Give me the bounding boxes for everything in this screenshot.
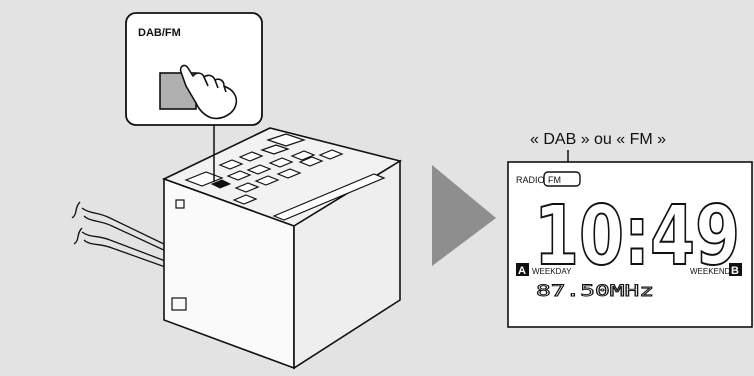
top-control-buttons [184, 133, 344, 205]
lcd-frame [507, 161, 753, 328]
power-cord [71, 201, 169, 269]
dab-fm-button-label: DAB/FM [138, 27, 181, 39]
band-indicator: FM [548, 175, 561, 185]
band-indicator-box [543, 171, 581, 187]
alarm-a-label: WEEKDAY [532, 267, 572, 276]
pointing-hand-icon [179, 64, 238, 120]
band-callout-text: « DAB » ou « FM » [530, 131, 666, 148]
top-slot [272, 173, 386, 221]
alarm-a-badge: A [518, 265, 526, 277]
dab-fm-button-on-unit[interactable] [210, 179, 232, 189]
lcd-display: RADIO FM 10:49 A WEEKDAY WEEKEND B 87.50… [507, 161, 753, 328]
front-usb-port [171, 297, 187, 311]
alarm-a-badge-bg [516, 263, 529, 276]
right-arrow-icon [432, 165, 496, 266]
alarm-b-badge-bg [729, 263, 742, 276]
alarm-b-badge: B [731, 265, 739, 277]
radio-source-label: RADIO [516, 175, 545, 185]
button-callout: DAB/FM [125, 12, 263, 182]
alarm-b-label: WEEKEND [690, 267, 731, 276]
clock-radio-unit [71, 127, 403, 370]
clock-time: 10:49 [534, 189, 740, 284]
frequency-readout: 87.50MHz [536, 281, 654, 300]
front-sensor [175, 199, 185, 209]
